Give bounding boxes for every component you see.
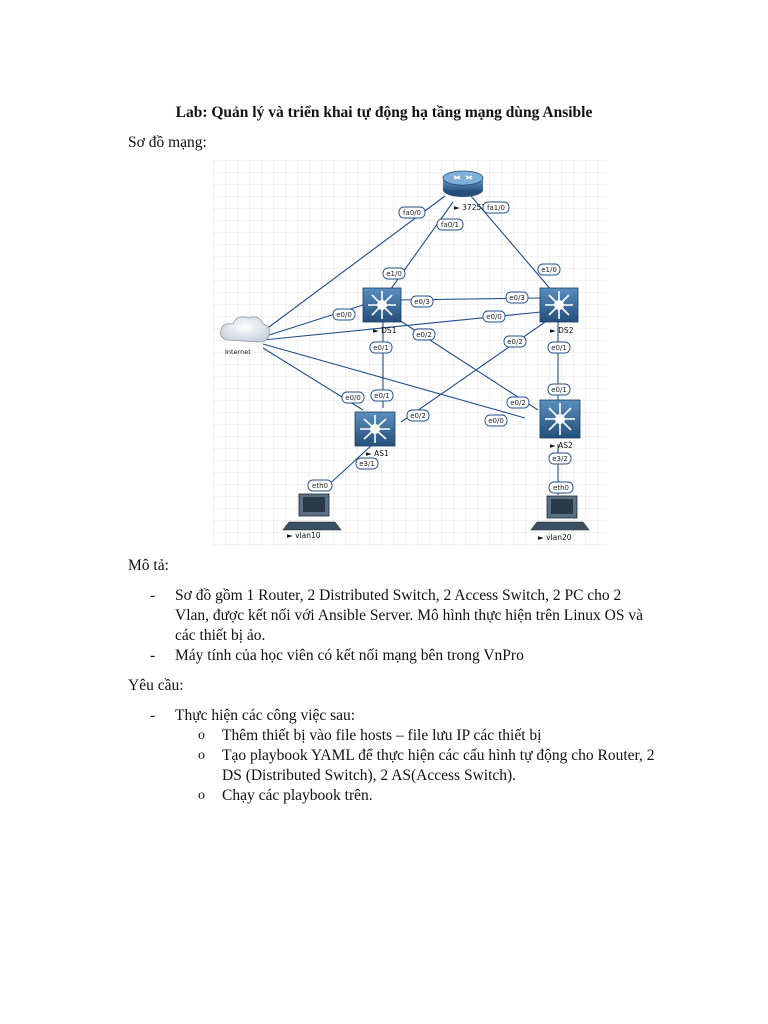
as1-label: ► AS1 bbox=[366, 449, 389, 458]
requirements-sub-bullet-2: o bbox=[198, 748, 205, 763]
if-pc1-eth0: eth0 bbox=[307, 479, 333, 492]
ds1-label: ► DS1 bbox=[373, 326, 397, 335]
svg-text:e0/0: e0/0 bbox=[486, 313, 502, 321]
description-line-3: các thiết bị ảo. bbox=[175, 627, 266, 644]
svg-text:e0/2: e0/2 bbox=[507, 338, 523, 346]
if-ds2-e00: e0/0 bbox=[482, 310, 506, 323]
svg-text:e0/3: e0/3 bbox=[414, 298, 430, 306]
svg-text:e0/2: e0/2 bbox=[410, 412, 426, 420]
if-as1-e31: e3/1 bbox=[355, 457, 379, 470]
if-as1-e00: e0/0 bbox=[341, 391, 365, 404]
if-as1-e01: e0/1 bbox=[370, 389, 394, 402]
network-diagram: ► 372521 Internet ► DS1 ► DS2 bbox=[213, 160, 608, 546]
internet-cloud-icon: Internet bbox=[220, 316, 270, 356]
document-title: Lab: Quản lý và triển khai tự động hạ tầ… bbox=[175, 104, 593, 121]
svg-text:e1/0: e1/0 bbox=[541, 266, 557, 274]
requirements-lead: Thực hiện các công việc sau: bbox=[175, 707, 356, 724]
pc-vlan10-icon[interactable]: ► vlan10 bbox=[282, 493, 342, 540]
pc-vlan20-label: ► vlan20 bbox=[538, 533, 572, 542]
requirements-sub-item-2-cont: DS (Distributed Switch), 2 AS(Access Swi… bbox=[222, 767, 517, 784]
ds1-switch-icon[interactable]: ► DS1 bbox=[362, 287, 402, 335]
as2-switch-icon[interactable]: ► AS2 bbox=[539, 399, 581, 450]
pc-vlan10-label: ► vlan10 bbox=[287, 531, 321, 540]
if-ds1-e00: e0/0 bbox=[332, 308, 356, 321]
svg-text:e0/2: e0/2 bbox=[416, 331, 432, 339]
svg-text:fa0/0: fa0/0 bbox=[403, 209, 421, 217]
svg-text:e1/0: e1/0 bbox=[386, 270, 402, 278]
if-as2-e02: e0/2 bbox=[506, 396, 530, 409]
ds2-label: ► DS2 bbox=[550, 326, 574, 335]
requirements-heading: Yêu cầu: bbox=[128, 677, 184, 694]
if-ds2-e03: e0/3 bbox=[505, 291, 529, 304]
if-as1-e02: e0/2 bbox=[406, 409, 430, 422]
svg-text:e0/1: e0/1 bbox=[373, 344, 389, 352]
description-line-1: Sơ đồ gồm 1 Router, 2 Distributed Switch… bbox=[175, 587, 622, 604]
if-ds1-e03: e0/3 bbox=[410, 295, 434, 308]
requirements-sub-item-2: Tạo playbook YAML để thực hiện các cấu h… bbox=[222, 747, 655, 764]
description-line-2: Vlan, được kết nối với Ansible Server. M… bbox=[175, 607, 643, 624]
diagram-heading: Sơ đồ mạng: bbox=[128, 134, 207, 151]
svg-text:e3/1: e3/1 bbox=[359, 460, 375, 468]
description-heading: Mô tả: bbox=[128, 557, 169, 574]
svg-text:eth0: eth0 bbox=[553, 484, 569, 492]
svg-text:e0/2: e0/2 bbox=[510, 399, 526, 407]
description-line-4: Máy tính của học viên có kết nối mạng bê… bbox=[175, 647, 524, 664]
requirements-sub-item-1: Thêm thiết bị vào file hosts – file lưu … bbox=[222, 727, 542, 744]
svg-text:eth0: eth0 bbox=[312, 482, 328, 490]
as2-label: ► AS2 bbox=[550, 441, 573, 450]
requirements-bullet: - bbox=[150, 707, 156, 724]
if-ds2-e01: e0/1 bbox=[547, 341, 571, 354]
if-as2-e01: e0/1 bbox=[547, 383, 571, 396]
svg-text:e0/0: e0/0 bbox=[345, 394, 361, 402]
requirements-sub-bullet-1: o bbox=[198, 728, 205, 743]
description-bullet-2: - bbox=[150, 647, 156, 664]
if-ds1-e01: e0/1 bbox=[369, 341, 393, 354]
interface-labels: fa0/0 fa0/1 fa1/0 e1/0 e0/3 e0/0 e0/2 e0… bbox=[307, 201, 574, 494]
svg-text:e0/3: e0/3 bbox=[509, 294, 525, 302]
as1-switch-icon[interactable]: ► AS1 bbox=[354, 411, 396, 458]
svg-text:e3/2: e3/2 bbox=[552, 455, 568, 463]
if-ds1-e10: e1/0 bbox=[382, 267, 406, 280]
if-as2-e32: e3/2 bbox=[548, 452, 572, 465]
router-label: ► 372521 bbox=[454, 203, 491, 212]
pc-vlan20-icon[interactable]: ► vlan20 bbox=[530, 495, 590, 542]
ds2-switch-icon[interactable]: ► DS2 bbox=[539, 287, 579, 335]
svg-text:e0/1: e0/1 bbox=[551, 386, 567, 394]
if-as2-e00: e0/0 bbox=[484, 414, 508, 427]
description-bullet-1: - bbox=[150, 587, 156, 604]
svg-text:e0/0: e0/0 bbox=[336, 311, 352, 319]
svg-text:fa0/1: fa0/1 bbox=[441, 221, 459, 229]
svg-text:e0/1: e0/1 bbox=[374, 392, 390, 400]
svg-text:fa1/0: fa1/0 bbox=[487, 204, 505, 212]
requirements-sub-bullet-3: o bbox=[198, 788, 205, 803]
internet-label: Internet bbox=[225, 348, 251, 356]
if-pc2-eth0: eth0 bbox=[548, 481, 574, 494]
requirements-sub-item-3: Chạy các playbook trên. bbox=[222, 787, 373, 804]
if-r-fa00: fa0/0 bbox=[398, 206, 426, 219]
if-r-fa01: fa0/1 bbox=[436, 218, 464, 231]
if-r-fa10: fa1/0 bbox=[482, 201, 510, 214]
if-ds2-e02: e0/2 bbox=[503, 335, 527, 348]
svg-text:e0/1: e0/1 bbox=[551, 344, 567, 352]
if-ds1-e02: e0/2 bbox=[412, 328, 436, 341]
if-ds2-e10: e1/0 bbox=[537, 263, 561, 276]
router-icon[interactable]: ► 372521 bbox=[442, 170, 491, 212]
svg-text:e0/0: e0/0 bbox=[488, 417, 504, 425]
